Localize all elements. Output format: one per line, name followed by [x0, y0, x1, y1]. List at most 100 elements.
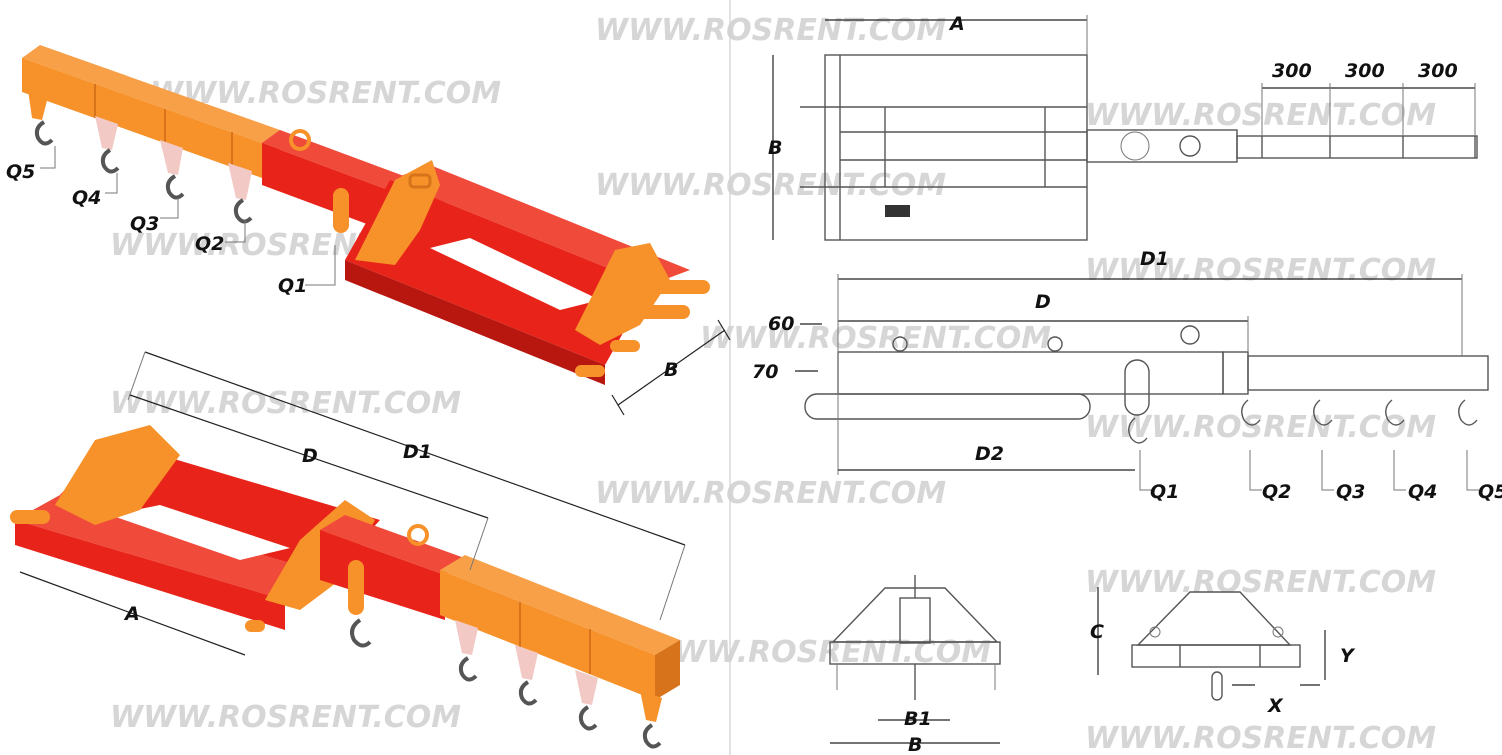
leader-q3 [160, 198, 179, 219]
watermark: WWW.ROSRENT.COM [1085, 565, 1436, 600]
end-view-front [829, 575, 1001, 744]
hook-q3-icon [518, 680, 538, 706]
dimension-d1 [144, 351, 686, 546]
lifting-eye-icon [892, 336, 908, 352]
label-d2: D2 [975, 443, 1004, 465]
label-q5: Q5 [1478, 481, 1502, 503]
hook-q1-icon [1128, 417, 1148, 444]
label-q2: Q2 [195, 233, 224, 255]
hook-stem [1211, 671, 1223, 701]
label-q3: Q3 [130, 213, 159, 235]
label-d1: D1 [403, 441, 432, 463]
label-b1: B1 [904, 708, 932, 730]
label-q4: Q4 [1408, 481, 1437, 503]
main-beam-outline [837, 351, 1224, 395]
watermark: WWW.ROSRENT.COM [1085, 253, 1436, 288]
hook-q5-icon [34, 120, 54, 146]
lug [160, 140, 183, 175]
watermark: WWW.ROSRENT.COM [595, 476, 946, 511]
frame-pin [245, 620, 265, 632]
extension-top-face [440, 555, 680, 655]
frame-bottom-face [345, 260, 605, 385]
dimension-tick [717, 319, 731, 341]
label-b: B [768, 137, 782, 159]
label-x: X [1267, 695, 1284, 717]
watermark: WWW.ROSRENT.COM [110, 386, 461, 421]
label-spacing-300: 300 [1418, 60, 1458, 82]
extension-line [127, 351, 146, 401]
label-a: A [123, 603, 140, 625]
label-a: A [948, 13, 965, 35]
label-q1: Q1 [278, 275, 307, 297]
lug [28, 90, 48, 120]
frame-opening [430, 238, 600, 310]
telescopic-section [1236, 135, 1478, 159]
bolt-hole [1272, 626, 1284, 638]
beam-extension [1086, 129, 1238, 163]
end-view-back [1097, 587, 1326, 701]
hook-q2-icon [458, 656, 478, 682]
lug [455, 620, 478, 655]
watermark: WWW.ROSRENT.COM [595, 168, 946, 203]
label-q3: Q3 [1336, 481, 1365, 503]
watermark: WWW.ROSRENT.COM [700, 321, 1051, 356]
q1-link [1124, 359, 1150, 416]
label-y: Y [1340, 645, 1356, 667]
dimension-tick [611, 394, 625, 416]
dimension-a [19, 571, 246, 656]
collar [1222, 351, 1249, 395]
watermark: WWW.ROSRENT.COM [1085, 721, 1436, 755]
q1-link [348, 560, 364, 615]
main-beam-side-face [320, 530, 445, 620]
hook-q2-icon [1241, 399, 1261, 426]
extension-side-face [22, 58, 262, 178]
frame-plate-left [55, 425, 180, 525]
hook-q5-icon [1458, 399, 1478, 426]
leader-q1 [1139, 450, 1152, 491]
frame-opening [110, 505, 290, 560]
leader-q5 [1466, 450, 1479, 491]
watermark: WWW.ROSRENT.COM [595, 13, 946, 48]
lifting-eye-icon [289, 129, 311, 151]
extension-top-face [22, 45, 280, 143]
q1-link [333, 188, 349, 233]
label-b: B [664, 359, 678, 381]
bolt-hole [1149, 626, 1161, 638]
telescopic-section [1247, 355, 1489, 391]
watermark: WWW.ROSRENT.COM [1085, 98, 1436, 133]
extension-line [469, 517, 489, 571]
watermark: WWW.ROSRENT.COM [1085, 410, 1436, 445]
lifting-eye-icon [1179, 135, 1201, 157]
lug [228, 163, 252, 200]
iso-bottom-beam [10, 351, 686, 749]
dimension-d [129, 394, 489, 519]
dimension-b [617, 329, 726, 406]
frame-pin [650, 280, 710, 294]
frame-pin [610, 340, 640, 352]
frame-pin [630, 305, 690, 319]
hook-q5-icon [642, 723, 662, 749]
watermark: WWW.ROSRENT.COM [110, 700, 461, 735]
frame-side-face [15, 520, 285, 630]
label-q5: Q5 [6, 161, 35, 183]
watermark: WWW.ROSRENT.COM [640, 635, 991, 670]
lifting-eye-icon [1047, 336, 1063, 352]
hook-q4-icon [100, 148, 120, 174]
label-d: D [302, 445, 318, 467]
label-q1: Q1 [1150, 481, 1179, 503]
frame-lower-outline [804, 393, 1091, 420]
lug [515, 645, 538, 680]
extension-end-face [655, 640, 680, 700]
frame-plate-right [575, 243, 670, 345]
frame-pin [10, 510, 50, 524]
leader-q4 [1393, 450, 1406, 491]
hook-q4-icon [578, 705, 598, 731]
label-spacing-300: 300 [1272, 60, 1312, 82]
label-q2: Q2 [1262, 481, 1291, 503]
lug-outline [1120, 131, 1150, 161]
label-b: B [908, 734, 922, 755]
plan-view [772, 15, 1478, 241]
nameplate-icon [885, 205, 910, 217]
leader-q2 [225, 220, 246, 243]
